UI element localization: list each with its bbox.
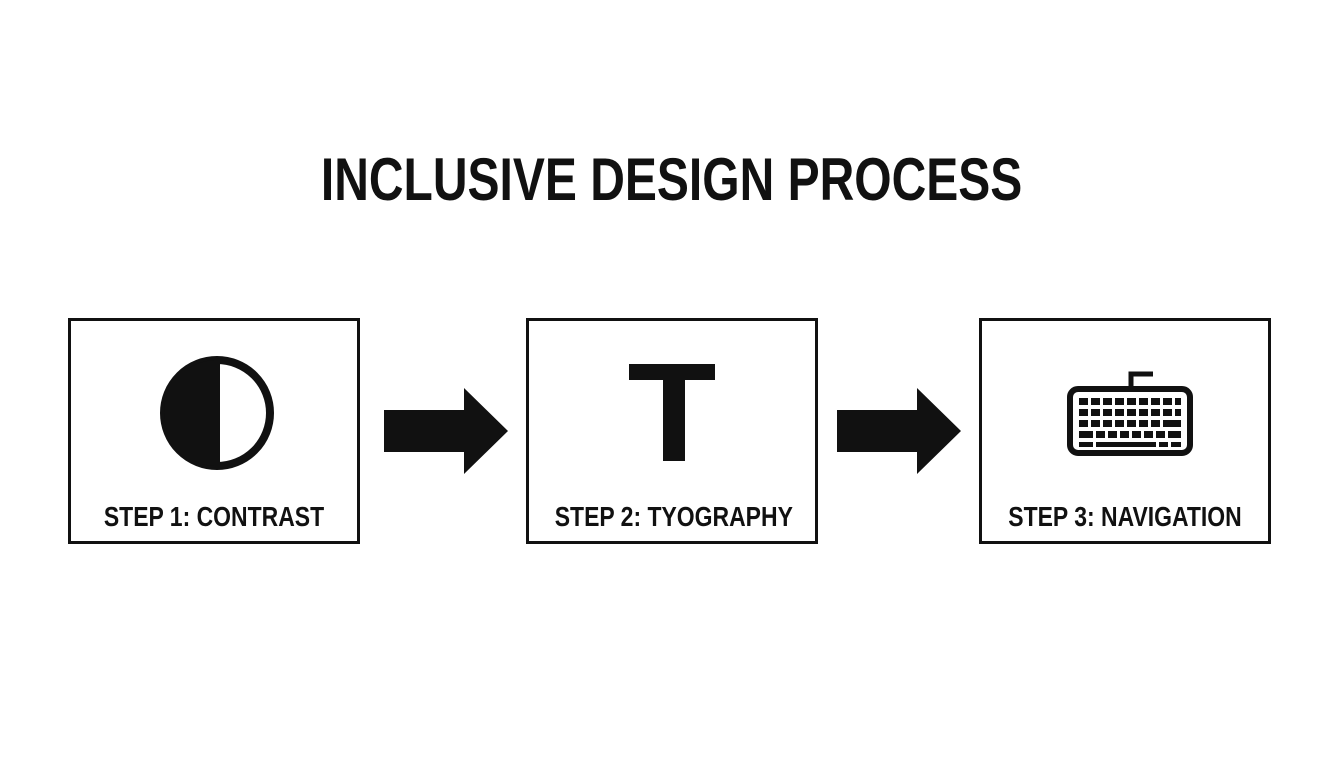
typography-icon bbox=[529, 321, 815, 491]
step-1-label: STEP 1: CONTRAST bbox=[103, 501, 325, 532]
step-1-box: STEP 1: CONTRAST bbox=[68, 318, 360, 544]
arrow-right-icon bbox=[834, 386, 964, 476]
step-2-label: STEP 2: TYOGRAPHY bbox=[554, 501, 793, 532]
keyboard-icon bbox=[982, 321, 1268, 491]
contrast-icon bbox=[71, 321, 357, 491]
step-3-box: STEP 3: NAVIGATION bbox=[979, 318, 1271, 544]
diagram-title: INCLUSIVE DESIGN PROCESS bbox=[320, 146, 1023, 213]
arrow-right-icon bbox=[381, 386, 511, 476]
step-3-label: STEP 3: NAVIGATION bbox=[1008, 501, 1242, 532]
step-2-box: STEP 2: TYOGRAPHY bbox=[526, 318, 818, 544]
